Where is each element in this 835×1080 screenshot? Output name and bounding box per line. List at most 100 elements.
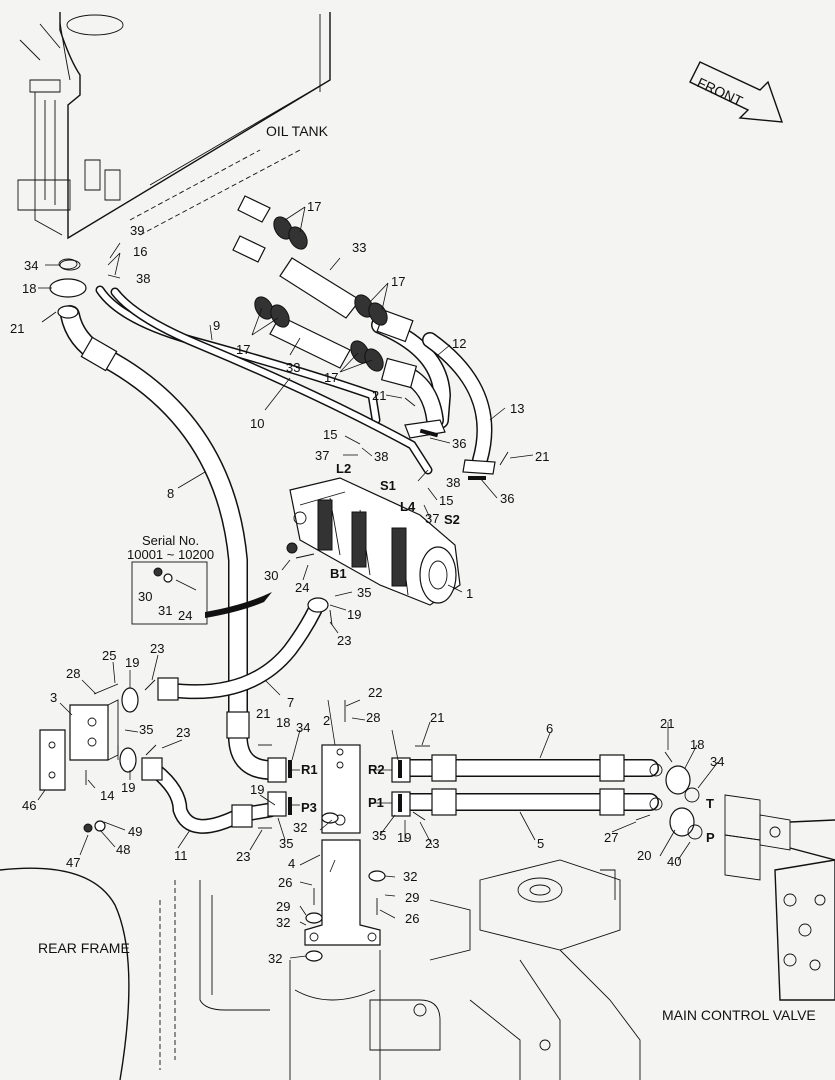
callout-27: 27	[604, 830, 618, 845]
callout-34c: 34	[710, 754, 724, 769]
port-label-l4: L4	[400, 499, 416, 514]
callout-26a: 26	[278, 875, 292, 890]
callout-19d: 19	[250, 782, 264, 797]
callout-47: 47	[66, 855, 80, 870]
callout-21d: 21	[256, 706, 270, 721]
oil-tank-label: OIL TANK	[266, 123, 329, 139]
callout-35b: 35	[139, 722, 153, 737]
callout-2: 2	[323, 713, 330, 728]
hose-12	[371, 309, 452, 439]
callout-35a: 35	[357, 585, 371, 600]
callout-24: 24	[295, 580, 309, 595]
port-label-s1: S1	[380, 478, 396, 493]
leader-lines	[37, 206, 719, 959]
callout-14: 14	[100, 788, 114, 803]
callout-25: 25	[102, 648, 116, 663]
callout-34b: 34	[296, 720, 310, 735]
callout-35c: 35	[279, 836, 293, 851]
callout-33a: 33	[352, 240, 366, 255]
callout-17a: 17	[307, 199, 321, 214]
callout-21f: 21	[660, 716, 674, 731]
hose-6	[401, 754, 659, 782]
callout-17b: 17	[391, 274, 405, 289]
callout-23b: 23	[150, 641, 164, 656]
callout-11: 11	[174, 848, 188, 863]
callout-49: 49	[128, 824, 142, 839]
callout-23c: 23	[176, 725, 190, 740]
callout-38b: 38	[374, 449, 388, 464]
callout-38c: 38	[446, 475, 460, 490]
main-control-valve-label: MAIN CONTROL VALVE	[662, 1007, 816, 1023]
port-label-b1: B1	[330, 566, 347, 581]
callout-37b: 37	[425, 511, 439, 526]
callout-13: 13	[510, 401, 524, 416]
bolts	[41, 311, 673, 962]
callout-23e: 23	[425, 836, 439, 851]
rear-frame	[0, 859, 641, 1080]
callout-6: 6	[546, 721, 553, 736]
callout-30: 30	[264, 568, 278, 583]
serial-part-31: 31	[158, 603, 172, 618]
serial-part-30: 30	[138, 589, 152, 604]
serial-title: Serial No.	[142, 533, 199, 548]
callout-3: 3	[50, 690, 57, 705]
callout-33b: 33	[286, 360, 300, 375]
callout-37a: 37	[315, 448, 329, 463]
callout-15a: 15	[323, 427, 337, 442]
port-label-p3: P3	[301, 800, 317, 815]
callout-34a: 34	[24, 258, 38, 273]
bracket-4	[304, 839, 381, 946]
callout-16: 16	[133, 244, 147, 259]
port-markers	[288, 428, 486, 815]
callout-19a: 19	[125, 655, 139, 670]
callout-28a: 28	[66, 666, 80, 681]
callout-40: 40	[667, 854, 681, 869]
callout-19b: 19	[347, 607, 361, 622]
callout-46: 46	[22, 798, 36, 813]
callout-numbers: 1 2 3 4 5 6 7 8 9 10 11 12 13 14 15 15 1…	[10, 199, 724, 966]
callout-19e: 19	[397, 830, 411, 845]
hose-11	[141, 757, 278, 834]
port-label-r1: R1	[301, 762, 318, 777]
callout-5: 5	[537, 836, 544, 851]
callout-32a: 32	[293, 820, 307, 835]
callout-28b: 28	[366, 710, 380, 725]
callout-18a: 18	[22, 281, 36, 296]
callout-4: 4	[288, 856, 295, 871]
callout-8: 8	[167, 486, 174, 501]
hose-10	[110, 287, 433, 475]
callout-29a: 29	[276, 899, 290, 914]
callout-17d: 17	[324, 370, 338, 385]
callout-12: 12	[452, 336, 466, 351]
hose-7	[157, 602, 323, 701]
callout-21b: 21	[372, 388, 386, 403]
callout-22: 22	[368, 685, 382, 700]
callout-9: 9	[213, 318, 220, 333]
callout-32b: 32	[403, 869, 417, 884]
callout-20: 20	[637, 848, 651, 863]
callout-39: 39	[130, 223, 144, 238]
serial-number-inset	[131, 561, 272, 625]
callout-19c: 19	[121, 780, 135, 795]
port-label-p: P	[706, 830, 715, 845]
callout-23a: 23	[337, 633, 351, 648]
port-label-s2: S2	[444, 512, 460, 527]
port-label-t: T	[706, 796, 714, 811]
callout-32d: 32	[268, 951, 282, 966]
hose-8	[60, 305, 282, 780]
callout-23d: 23	[236, 849, 250, 864]
serial-part-24: 24	[178, 608, 192, 623]
front-direction-arrow: FRONT	[689, 61, 784, 123]
callout-18c: 18	[690, 737, 704, 752]
callout-17c: 17	[236, 342, 250, 357]
callout-21c: 21	[535, 449, 549, 464]
callout-15b: 15	[439, 493, 453, 508]
serial-range: 10001 ~ 10200	[127, 547, 214, 562]
callout-38a: 38	[136, 271, 150, 286]
port-label-l2: L2	[336, 461, 351, 476]
oil-tank	[17, 12, 331, 240]
inset-pointer-arrow	[205, 592, 272, 618]
hydraulic-pump	[289, 477, 461, 606]
hose-13	[422, 332, 496, 475]
main-control-valve	[724, 794, 835, 1001]
